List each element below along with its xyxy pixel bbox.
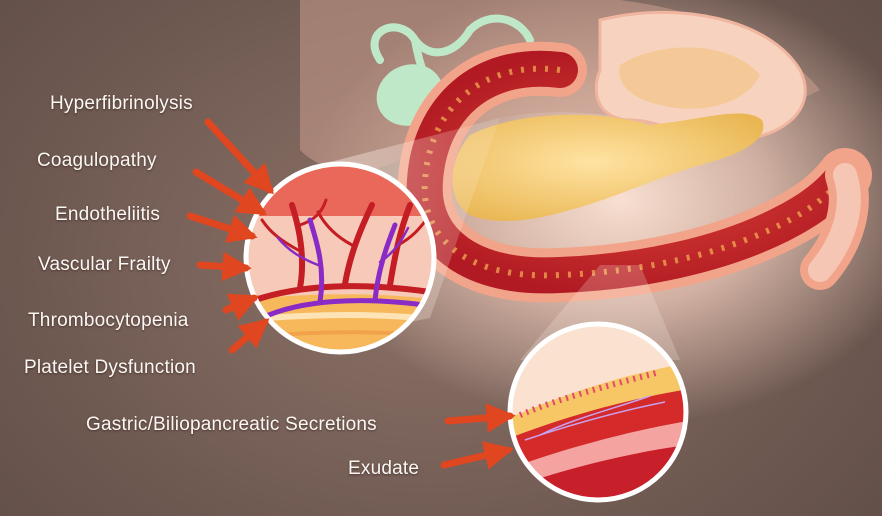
label-secretions: Gastric/Biliopancreatic Secretions: [86, 414, 377, 436]
label-thrombocytopenia: Thrombocytopenia: [28, 310, 189, 332]
label-exudate: Exudate: [348, 458, 419, 480]
arrow-secretions: [448, 416, 510, 421]
label-coagulopathy: Coagulopathy: [37, 150, 157, 172]
label-endotheliitis: Endotheliitis: [55, 204, 160, 226]
label-platelet-dysfunction: Platelet Dysfunction: [24, 357, 196, 379]
arrow-exudate: [444, 450, 508, 465]
pancreas: [452, 114, 763, 222]
label-vascular-frailty: Vascular Frailty: [38, 254, 171, 276]
arrow-hyperfibrinolysis: [208, 122, 270, 190]
arrow-platelet-dysfunction: [232, 322, 265, 350]
arrow-endotheliitis: [190, 216, 252, 236]
arrow-coagulopathy: [196, 172, 262, 212]
arrow-vascular-frailty: [200, 265, 246, 268]
arrow-thrombocytopenia: [226, 298, 254, 310]
label-hyperfibrinolysis: Hyperfibrinolysis: [50, 93, 193, 115]
